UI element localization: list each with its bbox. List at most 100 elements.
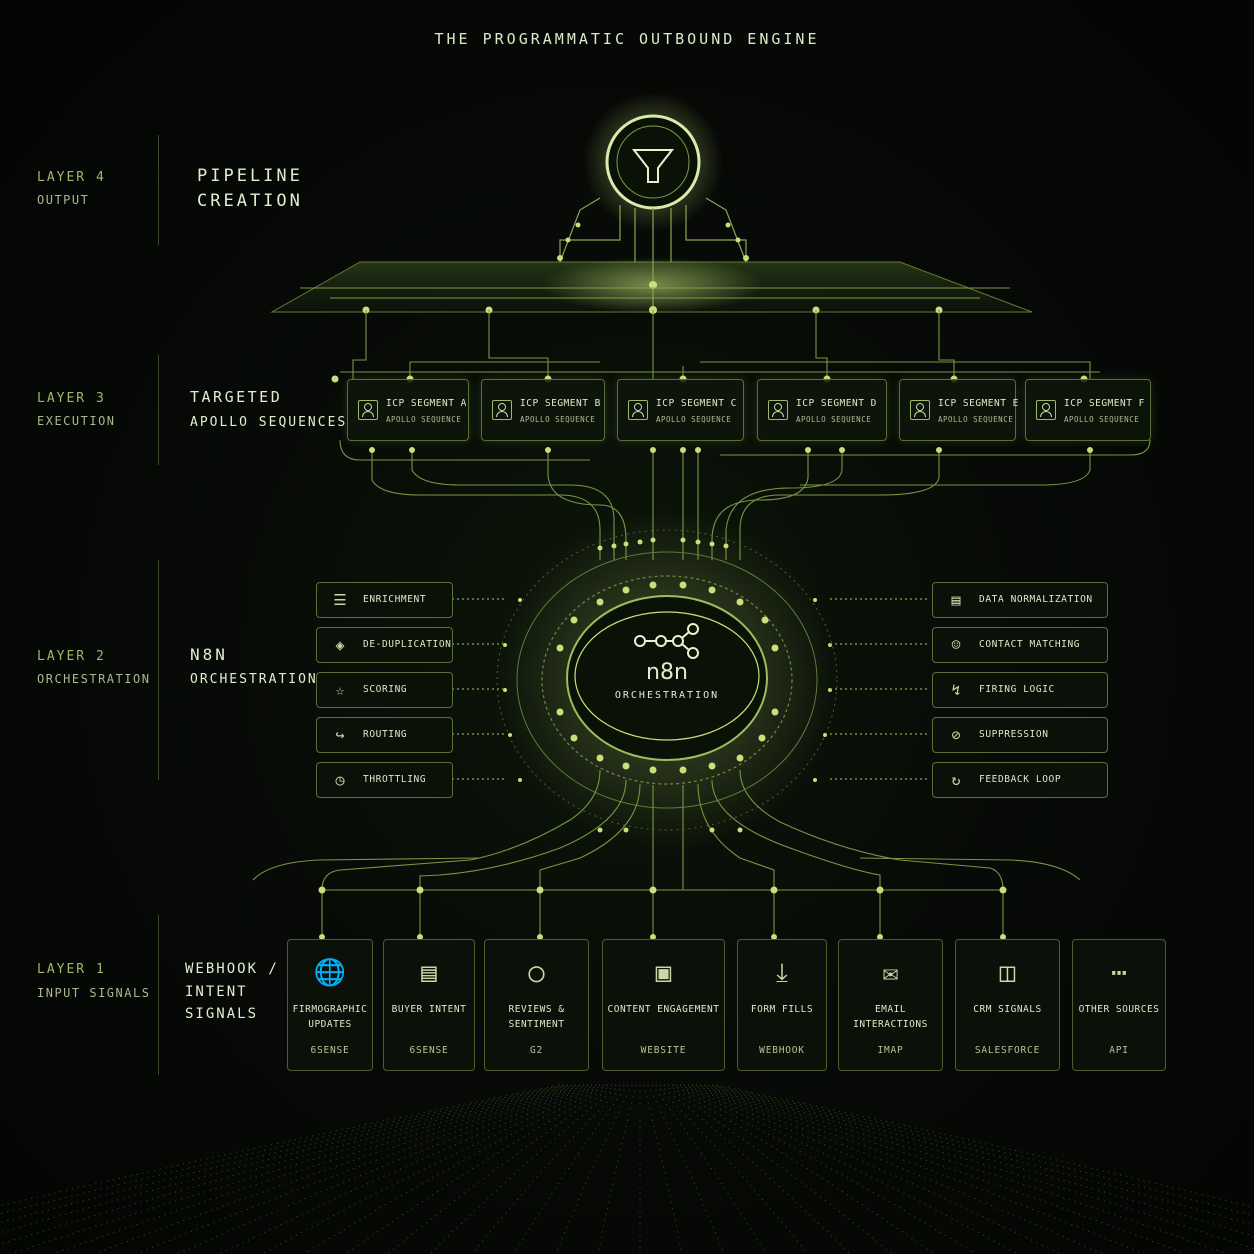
block-icon: ⊘ (951, 726, 961, 744)
function-data-normalization[interactable]: ▤ DATA NORMALIZATION (932, 582, 1108, 618)
source-other-sources[interactable]: ⋯ OTHER SOURCES API (1072, 939, 1166, 1071)
layer-3-tag: LAYER 3 (37, 391, 106, 406)
stream-line (659, 1084, 851, 1254)
data-stream-floor (0, 1084, 1254, 1254)
function-enrichment[interactable]: ☰ ENRICHMENT (316, 582, 453, 618)
layer-2-tag: LAYER 2 (37, 649, 106, 664)
function-firing-logic[interactable]: ↯ FIRING LOGIC (932, 672, 1108, 708)
segment-card-e[interactable]: ICP SEGMENT E APOLLO SEQUENCE (899, 379, 1019, 441)
source-content-engagement[interactable]: ▣ CONTENT ENGAGEMENT WEBSITE (602, 939, 725, 1071)
layer-4-sub: OUTPUT (37, 193, 90, 207)
source-form-fills[interactable]: ⤓ FORM FILLS WEBHOOK (737, 939, 827, 1071)
stream-line (0, 1084, 561, 1207)
stream-line (703, 1084, 1254, 1237)
source-vendor: 6SENSE (310, 1045, 350, 1056)
diagram-title: THE PROGRAMMATIC OUTBOUND ENGINE (434, 30, 820, 48)
stream-line (135, 1084, 593, 1254)
star-icon: ☆ (335, 681, 345, 699)
segment-card-b[interactable]: ICP SEGMENT B APOLLO SEQUENCE (481, 379, 605, 441)
globe-icon: 🌐 (313, 958, 347, 988)
stream-line (715, 1084, 1254, 1208)
stream-line (667, 1084, 935, 1254)
person-icon (910, 400, 930, 420)
hub-subtitle: ORCHESTRATION (614, 690, 720, 701)
layer-1-tag: LAYER 1 (37, 962, 106, 977)
funnel-icon (631, 149, 675, 183)
refresh-icon: ↻ (951, 771, 961, 789)
stream-line (429, 1084, 621, 1254)
segment-card-a[interactable]: ICP SEGMENT A APOLLO SEQUENCE (347, 379, 469, 441)
stream-line (679, 1084, 1061, 1254)
stream-line (9, 1084, 581, 1254)
stream-line (597, 1084, 637, 1254)
hub-name: n8n (646, 660, 688, 685)
list-icon: ▤ (951, 591, 961, 609)
source-vendor: 6SENSE (409, 1045, 449, 1056)
layer-2-name-line1: N8N (190, 645, 228, 664)
person-icon (492, 400, 512, 420)
function-feedback-loop[interactable]: ↻ FEEDBACK LOOP (932, 762, 1108, 798)
browser-window-icon: ▣ (655, 958, 672, 988)
output-node-ring (605, 114, 701, 210)
stream-line (675, 1084, 1019, 1254)
stream-line (387, 1084, 617, 1254)
chat-bubble-icon: ◯ (528, 958, 545, 988)
source-vendor: G2 (529, 1045, 544, 1056)
source-firmographic-updates[interactable]: 🌐 FIRMOGRAPHIC UPDATES 6SENSE (287, 939, 373, 1071)
function-throttling[interactable]: ◷ THROTTLING (316, 762, 453, 798)
segment-title: ICP SEGMENT C (656, 398, 737, 409)
user-search-icon: ☺ (951, 636, 961, 654)
function-suppression[interactable]: ⊘ SUPPRESSION (932, 717, 1108, 753)
stream-line (655, 1084, 809, 1254)
source-email-interactions[interactable]: ✉ EMAIL INTERACTIONS IMAP (838, 939, 943, 1071)
layer-3-divider (158, 355, 159, 465)
person-icon (1036, 400, 1056, 420)
segment-card-d[interactable]: ICP SEGMENT D APOLLO SEQUENCE (757, 379, 887, 441)
stream-line (177, 1084, 597, 1254)
segment-title: ICP SEGMENT A (386, 398, 467, 409)
segment-title: ICP SEGMENT E (938, 398, 1019, 409)
stream-line (683, 1084, 1103, 1254)
segment-subtitle: APOLLO SEQUENCE (1064, 415, 1140, 424)
layer-2-name-line2: ORCHESTRATION (190, 672, 318, 687)
function-scoring[interactable]: ☆ SCORING (316, 672, 453, 708)
hub-outer-ring (566, 595, 768, 761)
stream-line (643, 1084, 683, 1254)
route-icon: ↪ (335, 726, 345, 744)
stream-line (691, 1084, 1187, 1254)
n8n-logo-icon (634, 623, 699, 659)
gauge-icon: ◷ (335, 771, 345, 789)
function-label: ROUTING (363, 729, 408, 740)
stream-line (695, 1084, 1229, 1254)
layer-3-sub: EXECUTION (37, 414, 116, 428)
person-icon (768, 400, 788, 420)
stream-line (345, 1084, 613, 1254)
function-de-duplication[interactable]: ◈ DE-DUPLICATION (316, 627, 453, 663)
segment-title: ICP SEGMENT F (1064, 398, 1145, 409)
segment-card-c[interactable]: ICP SEGMENT C APOLLO SEQUENCE (617, 379, 744, 441)
database-icon: ☰ (333, 591, 347, 609)
layer-3-name-line1: TARGETED (190, 388, 283, 406)
segment-subtitle: APOLLO SEQUENCE (656, 415, 732, 424)
source-vendor: WEBSITE (640, 1045, 687, 1056)
layer-2-divider (158, 560, 159, 780)
source-name: FORM FILLS (750, 1004, 814, 1015)
lightning-icon: ↯ (951, 681, 961, 699)
source-buyer-intent[interactable]: ▤ BUYER INTENT 6SENSE (383, 939, 475, 1071)
function-label: SCORING (363, 684, 408, 695)
function-contact-matching[interactable]: ☺ CONTACT MATCHING (932, 627, 1108, 663)
stream-line (93, 1084, 589, 1254)
layer-4-name-line1: PIPELINE (197, 166, 303, 186)
segment-card-f[interactable]: ICP SEGMENT F APOLLO SEQUENCE (1025, 379, 1151, 441)
function-routing[interactable]: ↪ ROUTING (316, 717, 453, 753)
layer-1-name-line1: WEBHOOK / (185, 961, 279, 977)
source-reviews-sentiment[interactable]: ◯ REVIEWS & SENTIMENT G2 (484, 939, 589, 1071)
source-vendor: SALESFORCE (974, 1045, 1041, 1056)
stream-line (651, 1084, 767, 1254)
layer-4-tag: LAYER 4 (37, 170, 106, 185)
source-crm-signals[interactable]: ◫ CRM SIGNALS SALESFORCE (955, 939, 1060, 1071)
segment-subtitle: APOLLO SEQUENCE (938, 415, 1014, 424)
stream-line (555, 1084, 633, 1254)
